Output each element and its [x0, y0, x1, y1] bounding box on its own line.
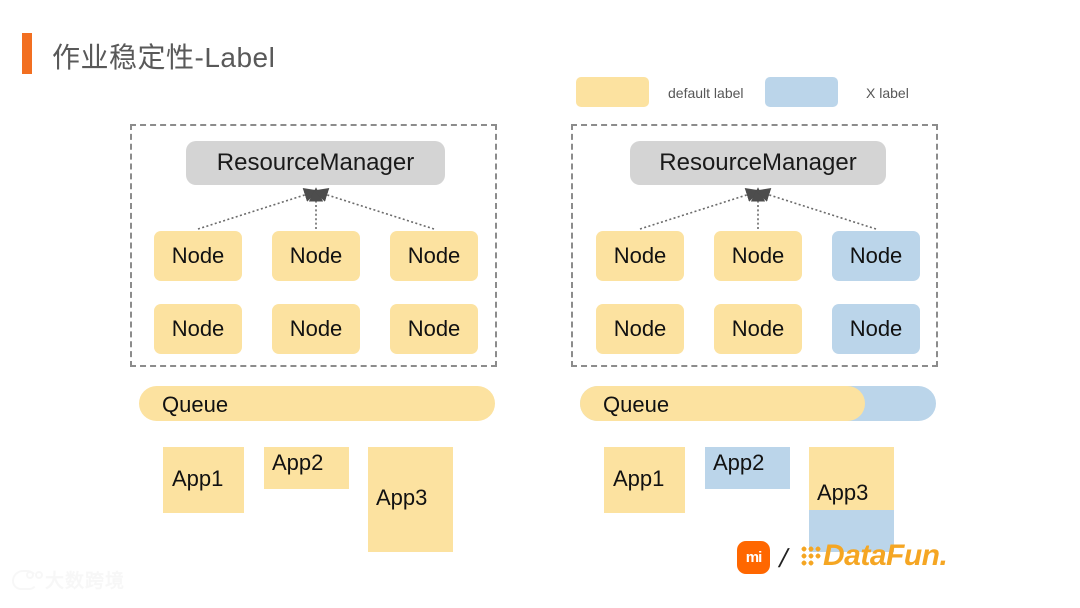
- app-box[interactable]: [809, 447, 894, 510]
- legend-label-x: X label: [866, 85, 909, 101]
- resource-manager-box-right[interactable]: ResourceManager: [630, 141, 886, 185]
- node-box[interactable]: Node: [832, 231, 920, 281]
- app-label: App3: [376, 485, 428, 510]
- node-box[interactable]: Node: [596, 304, 684, 354]
- app-box[interactable]: [705, 447, 790, 489]
- app-label: App2: [713, 450, 765, 475]
- watermark-text: 大数跨境: [45, 571, 126, 592]
- node-box[interactable]: Node: [272, 304, 360, 354]
- node-box[interactable]: Node: [714, 304, 802, 354]
- queue-label-right: Queue: [603, 392, 670, 417]
- app-box-blue-segment[interactable]: [809, 510, 894, 552]
- page-title: 作业稳定性-Label: [52, 42, 276, 73]
- node-box[interactable]: Node: [714, 231, 802, 281]
- queue-bar-left[interactable]: [139, 386, 495, 421]
- title-accent-bar: [22, 33, 32, 74]
- legend-label-default: default label: [668, 85, 744, 101]
- cluster-boundary-left: [130, 124, 497, 367]
- app-label: App3: [817, 480, 869, 505]
- app-label: App1: [172, 466, 224, 491]
- watermark-logo-icon: [12, 569, 43, 590]
- app-label: App1: [613, 466, 665, 491]
- node-box[interactable]: Node: [154, 304, 242, 354]
- node-box[interactable]: Node: [832, 304, 920, 354]
- cluster-boundary-right: [571, 124, 938, 367]
- xiaomi-logo-icon: mi: [737, 541, 770, 574]
- legend-swatch-x: [765, 77, 838, 107]
- node-box[interactable]: Node: [596, 231, 684, 281]
- node-box[interactable]: Node: [154, 231, 242, 281]
- node-box[interactable]: Node: [390, 231, 478, 281]
- legend-swatch-default: [576, 77, 649, 107]
- watermark: 大数跨境: [12, 566, 125, 593]
- queue-label-left: Queue: [162, 392, 229, 417]
- app-label: App2: [272, 450, 324, 475]
- app-box[interactable]: [163, 447, 244, 513]
- datafun-logo: DataFun.: [800, 539, 948, 573]
- app-box[interactable]: [604, 447, 685, 513]
- node-box[interactable]: Node: [272, 231, 360, 281]
- logo-separator: /: [776, 543, 792, 573]
- datafun-logo-text: DataFun.: [823, 539, 948, 572]
- queue-bar-right-default-segment[interactable]: [580, 386, 865, 421]
- app-box[interactable]: [264, 447, 349, 489]
- app-box[interactable]: [368, 447, 453, 552]
- datafun-dots-icon: [800, 545, 822, 567]
- node-box[interactable]: Node: [390, 304, 478, 354]
- resource-manager-box-left[interactable]: ResourceManager: [186, 141, 445, 185]
